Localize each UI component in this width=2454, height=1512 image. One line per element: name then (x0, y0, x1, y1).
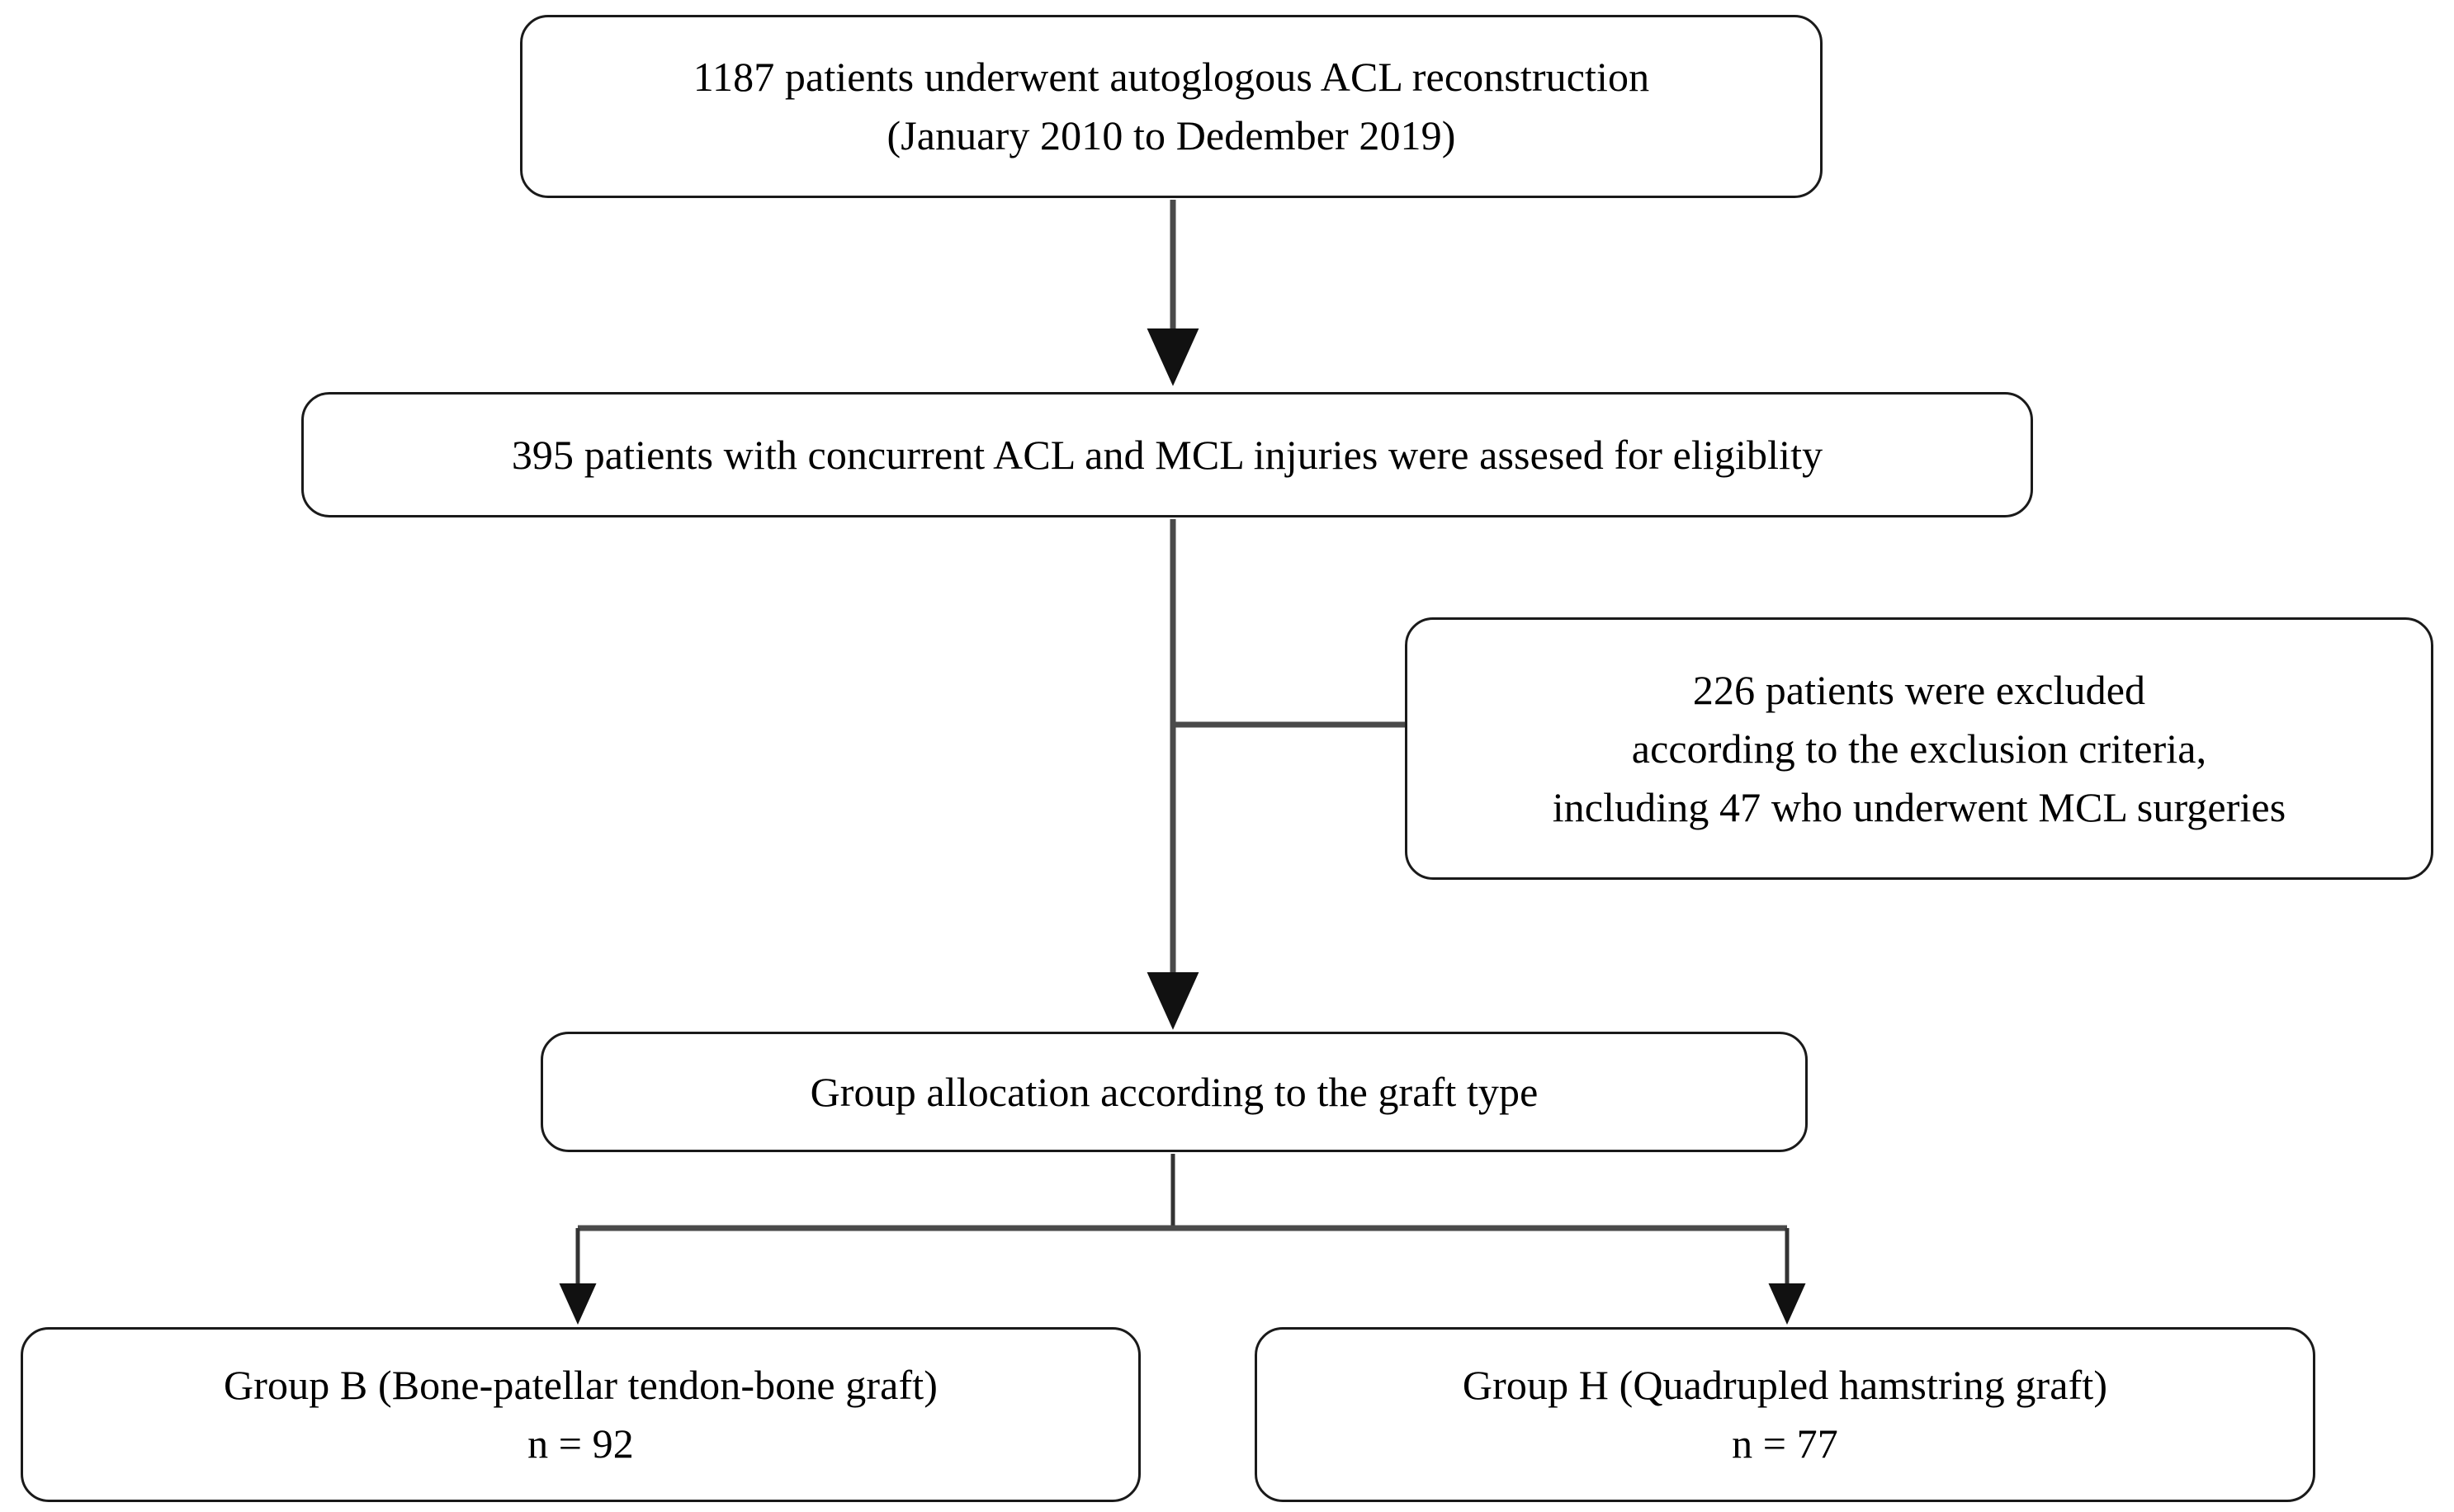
node-enrolled-patients-label: 1187 patients underwent autoglogous ACL … (693, 54, 1650, 158)
node-group-allocation: Group allocation according to the graft … (541, 1032, 1808, 1152)
node-eligible-patients: 395 patients with concurrent ACL and MCL… (301, 392, 2033, 517)
node-group-h-label: Group H (Quadrupled hamstring graft) n =… (1462, 1362, 2108, 1467)
node-group-allocation-label: Group allocation according to the graft … (810, 1068, 1539, 1115)
node-group-b-label: Group B (Bone-patellar tendon-bone graft… (224, 1362, 938, 1467)
node-enrolled-patients: 1187 patients underwent autoglogous ACL … (520, 15, 1823, 198)
node-excluded-patients: 226 patients were excluded according to … (1405, 617, 2433, 880)
node-group-b: Group B (Bone-patellar tendon-bone graft… (21, 1327, 1141, 1502)
node-eligible-patients-label: 395 patients with concurrent ACL and MCL… (511, 431, 1823, 478)
node-excluded-patients-label: 226 patients were excluded according to … (1552, 666, 2286, 830)
node-group-h: Group H (Quadrupled hamstring graft) n =… (1255, 1327, 2315, 1502)
